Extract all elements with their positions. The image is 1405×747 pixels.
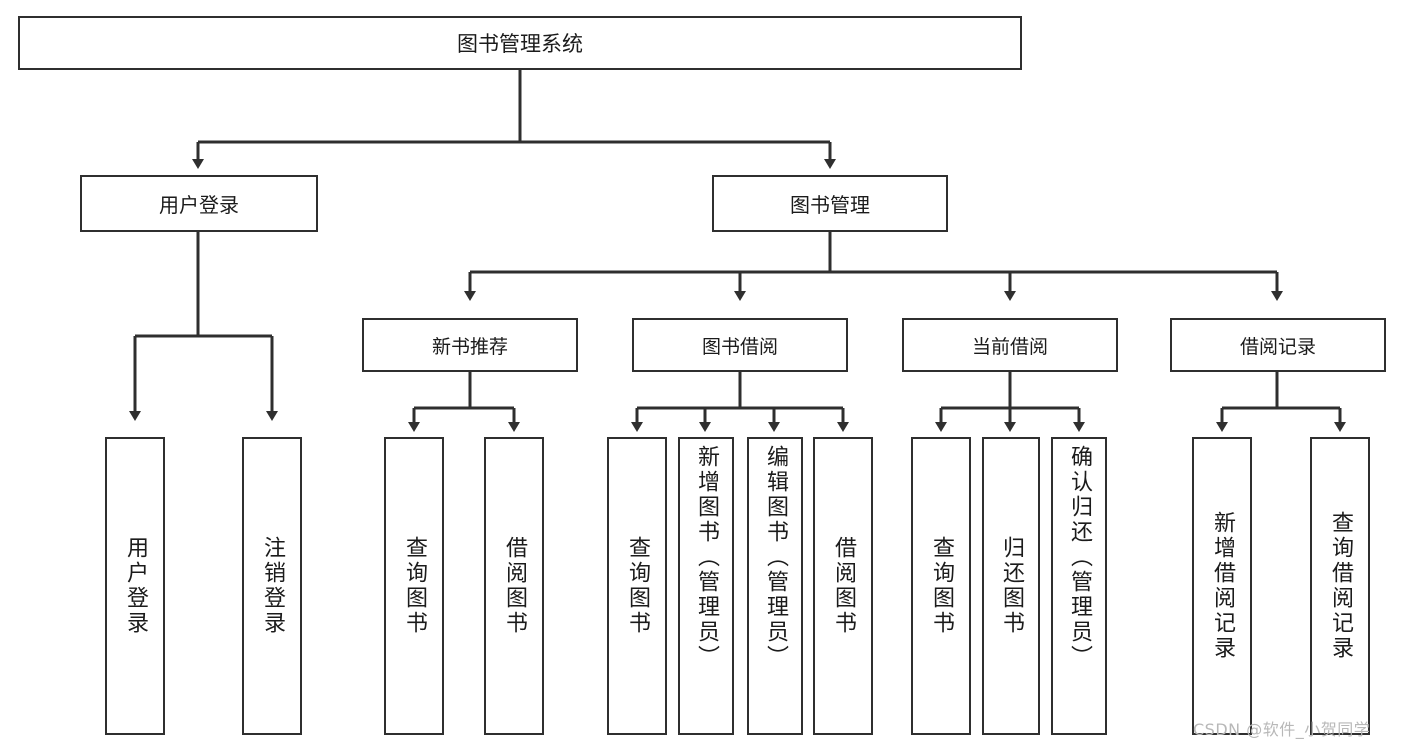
node-user-login[interactable]: 用户登录	[80, 175, 318, 232]
node-leaf-add-book[interactable]: 新增图书（管理员）	[678, 437, 734, 735]
node-leaf-edit-book[interactable]: 编辑图书（管理员）	[747, 437, 803, 735]
node-leaf-user-login[interactable]: 用户登录	[105, 437, 165, 735]
node-leaf-confirm-return[interactable]: 确认归还（管理员）	[1051, 437, 1107, 735]
node-leaf-add-record-label: 新增借阅记录	[1210, 511, 1235, 661]
node-book-borrow[interactable]: 图书借阅	[632, 318, 848, 372]
node-leaf-query-book-3[interactable]: 查询图书	[911, 437, 971, 735]
node-leaf-borrow-book-1[interactable]: 借阅图书	[484, 437, 544, 735]
node-leaf-query-book-3-label: 查询图书	[929, 536, 954, 636]
node-leaf-return-book[interactable]: 归还图书	[982, 437, 1040, 735]
node-borrow-record[interactable]: 借阅记录	[1170, 318, 1386, 372]
node-leaf-query-book-2-label: 查询图书	[625, 536, 650, 636]
node-leaf-query-book-1-label: 查询图书	[402, 536, 427, 636]
node-leaf-borrow-book-2[interactable]: 借阅图书	[813, 437, 873, 735]
node-leaf-confirm-return-label: 确认归还（管理员）	[1067, 445, 1092, 670]
node-leaf-logout[interactable]: 注销登录	[242, 437, 302, 735]
node-current-borrow[interactable]: 当前借阅	[902, 318, 1118, 372]
node-book-borrow-label: 图书借阅	[701, 335, 778, 358]
csdn-watermark: CSDN @软件_小贺同学	[1193, 720, 1371, 739]
node-leaf-query-record[interactable]: 查询借阅记录	[1310, 437, 1370, 735]
node-book-manage-label: 图书管理	[790, 193, 870, 217]
node-leaf-borrow-book-1-label: 借阅图书	[502, 536, 527, 636]
node-leaf-borrow-book-2-label: 借阅图书	[831, 536, 856, 636]
node-leaf-add-record[interactable]: 新增借阅记录	[1192, 437, 1252, 735]
node-leaf-return-book-label: 归还图书	[999, 536, 1024, 636]
node-current-borrow-label: 当前借阅	[971, 335, 1048, 358]
node-leaf-user-login-label: 用户登录	[123, 536, 148, 636]
node-leaf-query-record-label: 查询借阅记录	[1328, 511, 1353, 661]
node-leaf-edit-book-label: 编辑图书（管理员）	[763, 445, 788, 670]
node-root[interactable]: 图书管理系统	[18, 16, 1022, 70]
node-new-book-recommend-label: 新书推荐	[431, 335, 508, 358]
node-leaf-logout-label: 注销登录	[260, 536, 285, 636]
node-leaf-query-book-1[interactable]: 查询图书	[384, 437, 444, 735]
node-borrow-record-label: 借阅记录	[1239, 335, 1316, 358]
node-new-book-recommend[interactable]: 新书推荐	[362, 318, 578, 372]
node-leaf-add-book-label: 新增图书（管理员）	[694, 445, 719, 670]
node-root-label: 图书管理系统	[457, 32, 583, 56]
node-user-login-label: 用户登录	[159, 193, 239, 217]
node-leaf-query-book-2[interactable]: 查询图书	[607, 437, 667, 735]
node-book-manage[interactable]: 图书管理	[712, 175, 948, 232]
